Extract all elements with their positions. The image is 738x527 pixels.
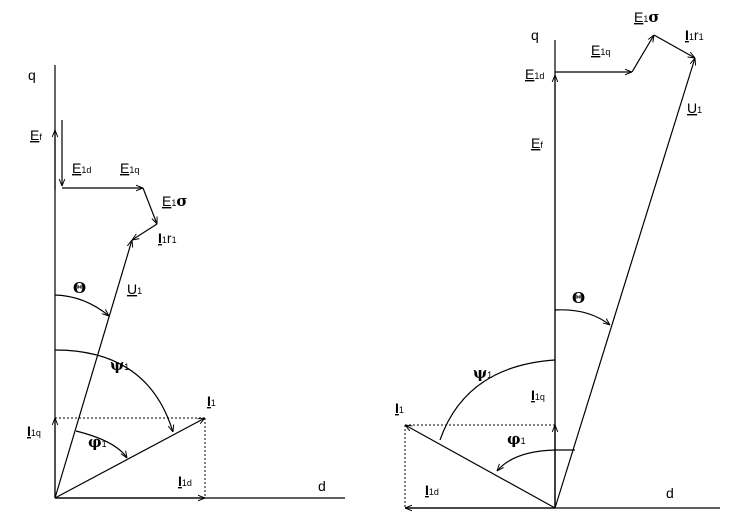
- left-d-axis-label: d: [318, 478, 326, 494]
- right-u1-vector: [554, 58, 695, 509]
- left-u1-vector: [54, 240, 132, 499]
- left-i1d-label: I1d: [178, 473, 192, 489]
- left-i1-label: I1: [207, 393, 216, 409]
- left-e1q-label: E1q: [120, 160, 139, 176]
- right-d-axis-label: d: [666, 485, 674, 501]
- right-i1r1-label: I1r1: [685, 27, 704, 43]
- left-phi1-label: φ1: [88, 433, 107, 451]
- right-i1q-label: I1q: [531, 387, 545, 403]
- right-i1r1-vector: [653, 34, 695, 58]
- right-i1d-label: I1d: [425, 482, 439, 498]
- left-psi1-arc: [54, 349, 173, 432]
- left-phi1-arc: [75, 430, 127, 458]
- right-phi1-label: φ1: [507, 430, 526, 448]
- right-e1sigma-label: E1σ: [634, 8, 659, 26]
- right-i1-label: I1: [395, 400, 404, 416]
- left-theta-arc: [54, 294, 109, 316]
- left-e1sigma-label: E1σ: [162, 192, 187, 210]
- right-theta-label: Θ: [572, 289, 585, 307]
- right-u1-label: U1: [687, 100, 702, 116]
- left-i1r1-vector: [132, 223, 158, 240]
- right-q-axis-label: q: [531, 27, 539, 43]
- left-q-axis-label: q: [28, 67, 36, 83]
- right-phi1-arc: [497, 449, 556, 471]
- right-i1-vector: [405, 425, 556, 509]
- left-e1d-label: E1d: [72, 160, 91, 176]
- left-u1-label: U1: [127, 281, 142, 297]
- right-e1q-label: E1q: [591, 42, 610, 58]
- left-psi1-label: ψ1: [110, 356, 129, 374]
- right-e1d-label: E1d: [525, 66, 544, 82]
- right-phasor-diagram: q d Ef E1d E1q E1σ I1r1 U1 Θ ψ1 φ1 I1 I1…: [395, 8, 720, 508]
- left-ef-label: Ef: [30, 127, 42, 143]
- left-i1r1-label: I1r1: [158, 230, 177, 246]
- left-i1q-label: I1q: [27, 423, 41, 439]
- left-theta-label: Θ: [73, 279, 86, 297]
- right-psi1-label: ψ1: [473, 364, 492, 382]
- right-theta-arc: [554, 309, 610, 325]
- left-e1sigma-vector: [142, 187, 157, 224]
- left-phasor-diagram: q d Ef E1d E1q E1σ I1r1 U1 Θ ψ1 φ1 I1 I1…: [27, 65, 345, 498]
- right-psi1-arc: [439, 359, 556, 441]
- right-e1sigma-vector: [631, 35, 654, 73]
- right-ef-label: Ef: [531, 135, 543, 151]
- left-i1-vector: [54, 418, 205, 499]
